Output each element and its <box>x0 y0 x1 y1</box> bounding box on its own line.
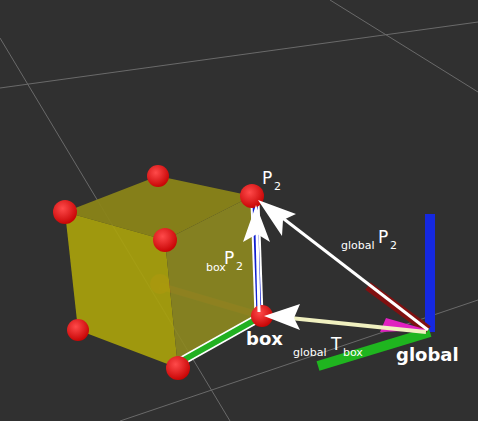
point-subscript: 2 <box>236 261 243 272</box>
frame-subscript: box <box>206 262 226 273</box>
box-cube <box>65 176 262 368</box>
vector-label: P <box>224 250 234 267</box>
global-z-axis <box>425 214 435 332</box>
frame-subscript: global <box>293 347 327 358</box>
frame-name: box <box>246 330 283 348</box>
frame-name: global <box>396 346 459 364</box>
point-label: P <box>262 170 272 187</box>
vector-arrows <box>243 200 428 332</box>
frame-subscript: global <box>341 240 375 251</box>
point-subscript: 2 <box>274 181 281 192</box>
corner-spheres <box>53 165 273 380</box>
point-subscript: 2 <box>390 240 397 251</box>
frame-subscript: box <box>343 347 363 358</box>
vector-label: P <box>378 229 388 246</box>
transform-label: T <box>331 336 341 353</box>
